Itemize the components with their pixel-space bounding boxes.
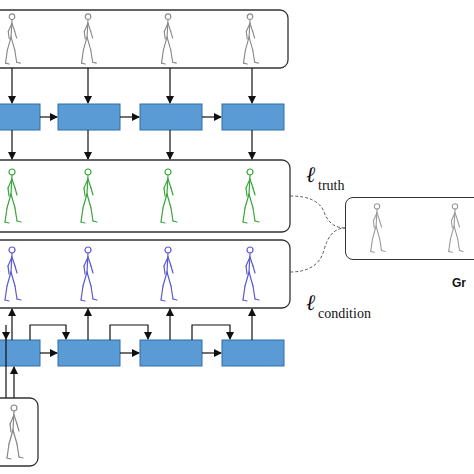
condition-prediction-box	[0, 240, 290, 308]
ground-truth-box: Gr	[345, 197, 474, 260]
rnn-links-top	[12, 117, 252, 159]
rnn-cells-top	[0, 104, 284, 130]
loss-subscript: condition	[318, 306, 371, 322]
loss-subscript: truth	[318, 178, 344, 194]
green-skeletons	[5, 169, 259, 223]
rnn-cells-bottom	[0, 340, 284, 366]
purple-skeletons	[5, 247, 259, 301]
input-sequence-box	[0, 10, 288, 68]
loss-curves	[290, 196, 345, 272]
input-skeletons	[6, 14, 259, 64]
loss-symbol: ℓ	[306, 290, 315, 316]
seed-skeleton	[7, 405, 23, 459]
truth-prediction-box	[0, 160, 290, 232]
rnn-links-bottom	[6, 309, 252, 398]
box-heading: Gr	[452, 276, 466, 290]
ground-truth-skeletons	[371, 204, 463, 253]
input-arrows	[12, 68, 252, 103]
loss-symbol: ℓ	[306, 162, 315, 188]
seed-pose-box	[0, 398, 38, 466]
